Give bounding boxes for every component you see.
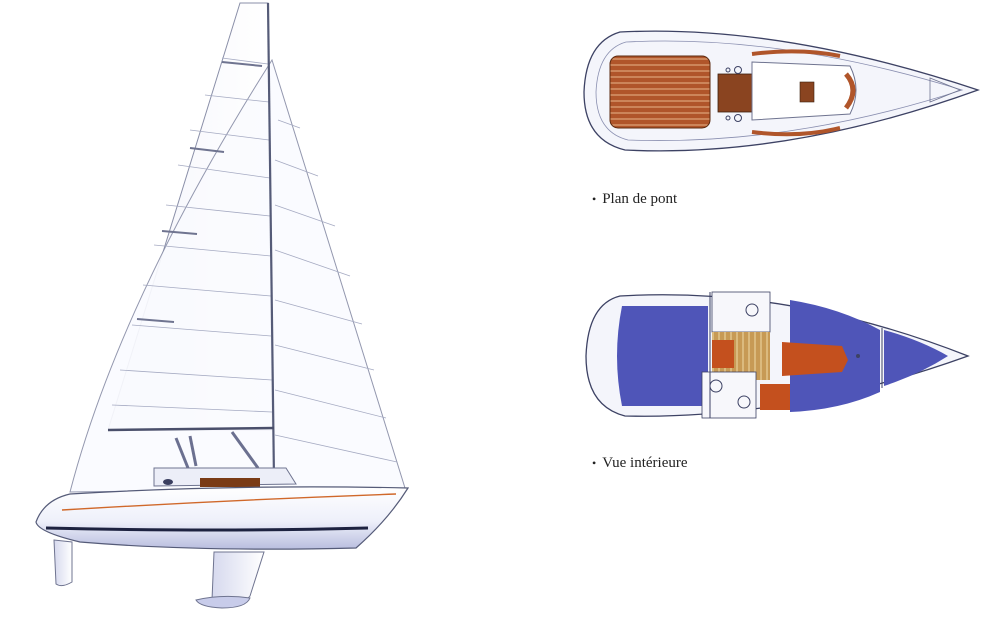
sailboat-profile-drawing — [35, 2, 410, 609]
caption-bullet: • — [592, 456, 597, 470]
companionway — [717, 73, 753, 113]
galley — [711, 291, 771, 333]
deck-plan-caption: • Plan de pont — [592, 191, 677, 208]
boot-stripe — [45, 526, 369, 532]
wash-basin — [737, 395, 751, 409]
keel-bulb — [195, 595, 251, 609]
sail-panel-lines — [111, 57, 398, 463]
interior-layout-drawing — [585, 291, 970, 419]
porthole — [163, 479, 173, 485]
rudder — [53, 539, 73, 587]
deck-winches — [725, 66, 742, 122]
jib-sail — [69, 58, 406, 493]
interior-view-caption-text: Vue intérieure — [602, 455, 688, 471]
boom — [107, 426, 275, 432]
fore-hatch — [843, 72, 856, 110]
cabin-top — [153, 467, 297, 487]
batten-pockets — [136, 61, 263, 323]
v-berth-cushion — [884, 330, 948, 386]
deck-plan-caption-text: Plan de pont — [602, 191, 678, 207]
settee-port — [712, 340, 734, 368]
keel — [211, 551, 265, 602]
cabin-window-teak — [200, 478, 260, 487]
side-deck-teak-stbd — [751, 126, 841, 137]
deck-fittings — [174, 431, 260, 469]
interior-view-caption: • Vue intérieure — [592, 455, 688, 472]
mast — [266, 2, 276, 481]
side-deck-teak-port — [751, 49, 841, 58]
hull — [35, 486, 410, 550]
cockpit-teak — [609, 55, 711, 129]
galley-stove — [745, 303, 759, 317]
bow-locker — [929, 77, 962, 103]
deck-plan-drawing — [583, 30, 980, 152]
caption-bullet: • — [592, 192, 597, 206]
rub-stripe — [61, 493, 397, 511]
chart-table — [760, 384, 790, 410]
aft-berth-cushion — [617, 306, 708, 406]
mast-step — [856, 354, 860, 358]
dinette-table — [782, 342, 848, 376]
hatch — [799, 81, 815, 103]
heads — [701, 371, 757, 419]
